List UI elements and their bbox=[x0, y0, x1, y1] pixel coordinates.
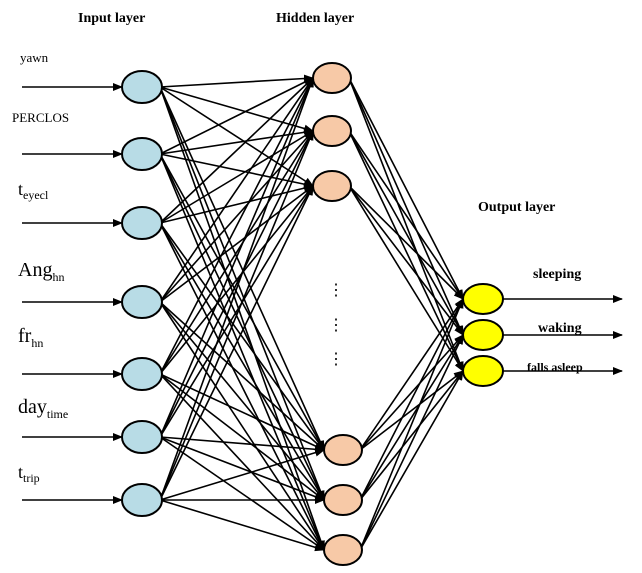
connection-input-3-hidden-6 bbox=[159, 222, 325, 551]
output-node-3 bbox=[462, 355, 504, 387]
connection-input-4-hidden-3 bbox=[159, 185, 314, 303]
hidden-node-5 bbox=[323, 484, 363, 516]
input-node-7 bbox=[121, 483, 163, 517]
connection-input-3-hidden-1 bbox=[159, 77, 314, 224]
connection-input-3-hidden-5 bbox=[159, 222, 325, 501]
input-node-5 bbox=[121, 357, 163, 391]
ellipsis-3: ⋮ bbox=[328, 351, 344, 368]
connection-input-3-hidden-4 bbox=[159, 222, 325, 451]
connection-input-6-hidden-5 bbox=[159, 436, 325, 501]
connection-input-7-hidden-4 bbox=[159, 448, 325, 501]
connection-input-1-hidden-1 bbox=[159, 74, 314, 88]
connection-input-1-hidden-4 bbox=[159, 86, 325, 451]
connection-input-6-hidden-3 bbox=[159, 185, 314, 438]
connection-input-5-hidden-3 bbox=[159, 185, 314, 375]
connection-hidden-5-output-2 bbox=[359, 334, 464, 501]
input-label-ang-hn: Anghn bbox=[18, 259, 64, 284]
input-node-3 bbox=[121, 206, 163, 240]
connection-hidden-1-output-2 bbox=[348, 77, 464, 336]
ellipsis-1: ⋮ bbox=[328, 282, 344, 299]
nodes bbox=[121, 62, 504, 566]
input-label-yawn: yawn bbox=[20, 50, 49, 65]
connection-input-1-hidden-5 bbox=[159, 86, 325, 501]
connection-hidden-4-output-2 bbox=[359, 334, 464, 451]
connection-input-7-hidden-3 bbox=[159, 185, 314, 501]
input-node-6 bbox=[121, 420, 163, 454]
connection-input-2-hidden-1 bbox=[159, 77, 314, 155]
connection-hidden-6-output-3 bbox=[359, 370, 464, 551]
output-arrows bbox=[503, 295, 623, 375]
input-layer-title: Input layer bbox=[78, 11, 145, 26]
connection-hidden-2-output-2 bbox=[348, 130, 464, 336]
input-node-4 bbox=[121, 285, 163, 319]
input-label-perclos: PERCLOS bbox=[12, 110, 69, 125]
connection-input-7-hidden-1 bbox=[159, 77, 314, 501]
connection-input-5-hidden-6 bbox=[159, 373, 325, 551]
connection-input-5-hidden-4 bbox=[159, 373, 325, 451]
output-label-falls-asleep: falls asleep bbox=[527, 360, 583, 374]
connection-input-1-hidden-3 bbox=[159, 86, 314, 187]
hidden-node-3 bbox=[312, 170, 352, 202]
hidden-layer-ellipsis: ⋮ ⋮ ⋮ bbox=[328, 282, 344, 368]
connection-hidden-3-output-2 bbox=[348, 185, 464, 336]
connection-input-2-hidden-2 bbox=[159, 128, 314, 155]
hidden-node-4 bbox=[323, 434, 363, 466]
output-label-waking: waking bbox=[538, 321, 582, 336]
input-label-fr-hn: frhn bbox=[18, 325, 43, 350]
connection-hidden-3-output-1 bbox=[348, 185, 464, 300]
input-node-2 bbox=[121, 137, 163, 171]
input-node-1 bbox=[121, 70, 163, 104]
input-arrows bbox=[22, 83, 123, 504]
connection-input-1-hidden-2 bbox=[159, 86, 314, 133]
connection-input-5-hidden-2 bbox=[159, 130, 314, 375]
connection-input-5-hidden-1 bbox=[159, 77, 314, 375]
connection-input-4-hidden-4 bbox=[159, 301, 325, 451]
connection-hidden-2-output-3 bbox=[348, 130, 464, 372]
connection-hidden-2-output-1 bbox=[348, 130, 464, 300]
hidden-node-2 bbox=[312, 115, 352, 147]
hidden-node-1 bbox=[312, 62, 352, 94]
ellipsis-2: ⋮ bbox=[328, 317, 344, 334]
input-label-t-eyecl: teyecl bbox=[18, 179, 49, 202]
output-label-sleeping: sleeping bbox=[533, 267, 581, 282]
input-labels: yawn PERCLOS teyecl Anghn frhn daytime t… bbox=[12, 50, 69, 485]
connection-input-2-hidden-3 bbox=[159, 153, 314, 189]
connection-hidden-5-output-3 bbox=[359, 370, 464, 501]
connection-input-4-hidden-2 bbox=[159, 130, 314, 303]
output-labels: sleeping waking falls asleep bbox=[527, 267, 583, 374]
connection-input-6-hidden-6 bbox=[159, 436, 325, 551]
connection-input-4-hidden-5 bbox=[159, 301, 325, 501]
input-label-t-trip: ttrip bbox=[18, 462, 40, 485]
output-node-2 bbox=[462, 319, 504, 351]
connection-input-6-hidden-1 bbox=[159, 77, 314, 438]
connection-input-7-hidden-6 bbox=[159, 499, 325, 552]
connections bbox=[159, 74, 464, 552]
connection-input-2-hidden-5 bbox=[159, 153, 325, 501]
connection-input-2-hidden-6 bbox=[159, 153, 325, 551]
connection-input-4-hidden-6 bbox=[159, 301, 325, 551]
connection-hidden-6-output-1 bbox=[359, 298, 464, 551]
connection-input-6-hidden-2 bbox=[159, 130, 314, 438]
connection-input-7-hidden-2 bbox=[159, 130, 314, 501]
connection-hidden-1-output-3 bbox=[348, 77, 464, 372]
connection-input-1-hidden-6 bbox=[159, 86, 325, 551]
connection-hidden-6-output-2 bbox=[359, 334, 464, 551]
hidden-layer-title: Hidden layer bbox=[276, 11, 354, 26]
hidden-node-6 bbox=[323, 534, 363, 566]
connection-hidden-4-output-3 bbox=[359, 370, 464, 451]
connection-input-6-hidden-4 bbox=[159, 436, 325, 454]
connection-input-5-hidden-5 bbox=[159, 373, 325, 501]
input-label-day-time: daytime bbox=[18, 396, 68, 421]
output-layer-title: Output layer bbox=[478, 200, 555, 215]
connection-hidden-4-output-1 bbox=[359, 298, 464, 451]
connection-input-4-hidden-1 bbox=[159, 77, 314, 303]
output-node-1 bbox=[462, 283, 504, 315]
connection-hidden-5-output-1 bbox=[359, 298, 464, 501]
connection-hidden-3-output-3 bbox=[348, 185, 464, 372]
connection-hidden-1-output-1 bbox=[348, 77, 464, 300]
